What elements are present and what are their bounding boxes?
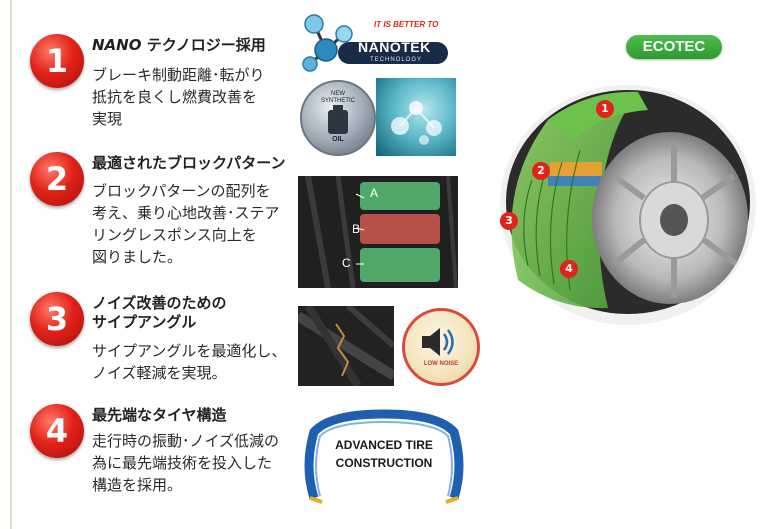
feature-1-title: NANO テクノロジー採用 (92, 36, 266, 55)
nanotek-sub: TECHNOLOGY (370, 57, 423, 63)
feature-1-title-text: テクノロジー採用 (141, 36, 266, 54)
feature-2-body-line: 考え、乗り心地改善･ステア (92, 204, 280, 222)
feature-3-title-line: ノイズ改善のための (92, 294, 227, 312)
nanotek-tagline: IT IS BETTER TO (374, 20, 439, 29)
feature-1-body: ブレーキ制動距離･転がり 抵抗を良くし燃費改善を 実現 (92, 64, 265, 130)
feature-2-body-line: ブロックパターンの配列を (92, 182, 271, 200)
oil-badge-line3: OIL (332, 136, 344, 143)
feature-4-title: 最先端なタイヤ構造 (92, 406, 227, 424)
feature-4-body: 走行時の振動･ノイズ低減の 為に最先端技術を投入した 構造を採用。 (92, 430, 279, 496)
low-noise-label: LOW NOISE (423, 361, 459, 367)
tire-marker-3: 3 (500, 212, 518, 230)
feature-2-title: 最適されたブロックパターン (92, 154, 286, 172)
tire-marker-1: 1 (596, 100, 614, 118)
feature-2-body-line: リングレスポンス向上を (92, 226, 257, 244)
feature-2-body: ブロックパターンの配列を 考え、乗り心地改善･ステア リングレスポンス向上を 図… (92, 180, 280, 268)
pattern-label-c: C (342, 256, 351, 270)
tire-marker-2: 2 (532, 162, 550, 180)
tire-marker-4: 4 (560, 260, 578, 278)
feature-3-body: サイプアングルを最適化し、 ノイズ軽減を実現。 (92, 340, 286, 384)
feature-1-body-line: ブレーキ制動距離･転がり (92, 66, 265, 84)
synthetic-oil-badge: NEW SYNTHETIC OIL (300, 80, 376, 156)
construction-text-line1: ADVANCED TIRE (335, 438, 433, 452)
feature-2-body-line: 図りました。 (92, 248, 183, 266)
feature-1-title-emphasis: NANO (92, 36, 142, 54)
feature-3-body-line: サイプアングルを最適化し、 (92, 342, 287, 360)
pattern-label-b: B (352, 222, 361, 236)
feature-2-number-badge: 2 (30, 152, 84, 206)
nanotek-name: NANOTEK (358, 39, 431, 55)
feature-4-body-line: 構造を採用。 (92, 476, 183, 494)
advanced-tire-construction-graphic: ADVANCED TIRE CONSTRUCTION (300, 406, 468, 506)
tire-graphic (500, 85, 756, 325)
sipe-pattern (298, 306, 394, 386)
feature-3-title: ノイズ改善のための サイプアングル (92, 294, 227, 332)
speaker-icon (422, 328, 454, 356)
ecotec-badge: ECOTEC (626, 35, 722, 59)
molecule-spheres (391, 101, 442, 145)
feature-3-title-line: サイプアングル (92, 313, 197, 331)
nanotek-logo: IT IS BETTER TO NANOTEK TECHNOLOGY (296, 12, 452, 74)
feature-4-body-line: 走行時の振動･ノイズ低減の (92, 432, 280, 450)
feature-1-number-badge: 1 (30, 34, 84, 88)
molecule-graphic (302, 14, 448, 72)
left-border-line (10, 0, 12, 529)
tire-cross-section (304, 409, 464, 504)
feature-3-body-line: ノイズ軽減を実現。 (92, 364, 227, 382)
low-noise-badge: LOW NOISE (402, 308, 480, 386)
feature-4-number-badge: 4 (30, 404, 84, 458)
feature-4-body-line: 為に最先端技術を投入した (92, 454, 273, 472)
construction-text-line2: CONSTRUCTION (335, 456, 433, 470)
oil-badge-line2: SYNTHETIC (320, 98, 355, 104)
oil-badge-line1: NEW (331, 91, 345, 97)
block-pattern-photo: A B C (298, 176, 458, 288)
pattern-label-a: A (370, 186, 379, 200)
oil-can-icon (328, 105, 348, 134)
molecule-photo (376, 78, 456, 156)
sipe-angle-photo (298, 306, 394, 386)
tread-pattern (298, 176, 458, 288)
feature-1-body-line: 実現 (92, 110, 123, 128)
feature-1-body-line: 抵抗を良くし燃費改善を (92, 88, 258, 106)
tire-illustration: 1 2 3 4 (488, 70, 758, 330)
feature-3-number-badge: 3 (30, 292, 84, 346)
